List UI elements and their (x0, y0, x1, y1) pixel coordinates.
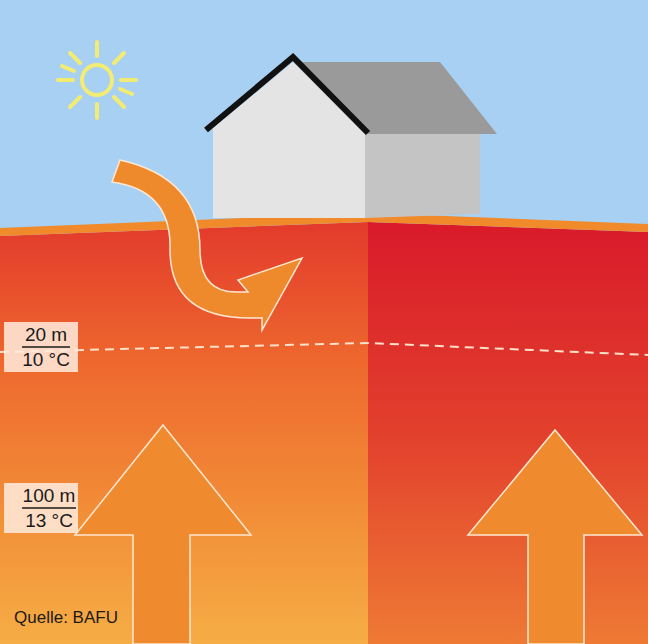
geothermal-heat-arrow (468, 430, 642, 644)
house-gable (213, 62, 365, 218)
fraction-bar (22, 346, 70, 348)
house-side (365, 134, 480, 218)
temperature-label: 13 °C (25, 511, 73, 532)
depth-label: 20 m (25, 325, 67, 346)
label-patch (4, 322, 78, 372)
solar-heat-arrow (112, 160, 302, 330)
source-note: Quelle: BAFU (14, 609, 118, 628)
ground-right-face (368, 222, 648, 644)
temperature-label: 10 °C (22, 350, 70, 371)
fraction-bar (22, 507, 76, 509)
sun (58, 42, 136, 118)
roof-edge (206, 57, 368, 133)
depth-label: 100 m (23, 486, 76, 507)
depth-line (0, 343, 648, 355)
label-patch (4, 483, 78, 533)
